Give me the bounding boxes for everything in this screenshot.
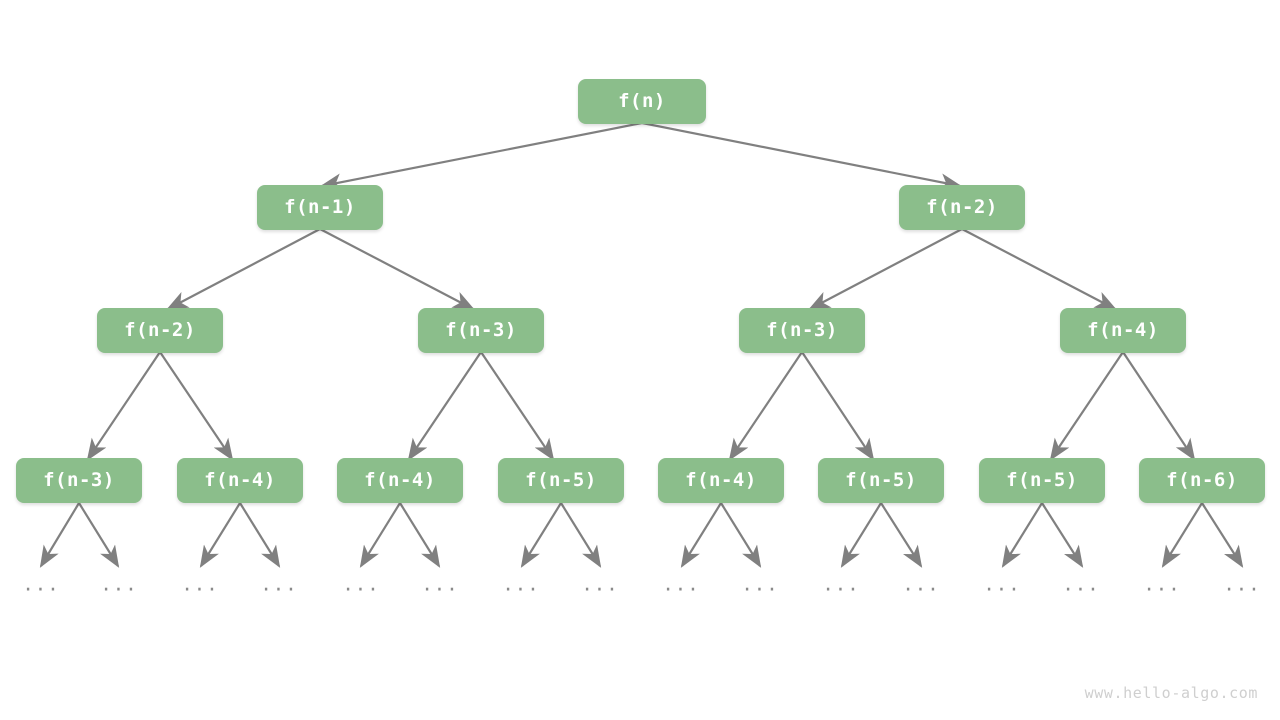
- leaf-edge: [880, 502, 923, 568]
- leaf-edge: [840, 502, 882, 568]
- tree-edge: [319, 121, 643, 191]
- tree-edge: [728, 351, 803, 461]
- leaf-edge: [239, 502, 281, 568]
- tree-edge: [1122, 351, 1196, 461]
- ellipsis-marker: ...: [822, 573, 860, 596]
- leaf-edge: [199, 502, 241, 568]
- leaf-edge: [39, 502, 80, 568]
- tree-node: f(n-3): [16, 457, 142, 503]
- tree-node: f(n-4): [337, 457, 463, 503]
- tree-edges: [86, 121, 1196, 461]
- tree-edge: [407, 351, 482, 461]
- leaf-edges: [39, 502, 1244, 568]
- tree-node: f(n-3): [418, 307, 544, 353]
- tree-node: f(n-5): [979, 457, 1105, 503]
- ellipsis-marker: ...: [421, 573, 459, 596]
- leaf-edge: [720, 502, 762, 568]
- leaf-edge: [399, 502, 441, 568]
- tree-edge: [641, 121, 963, 191]
- leaf-edge: [560, 502, 602, 568]
- leaf-edge: [359, 502, 401, 568]
- tree-node: f(n-4): [658, 457, 784, 503]
- ellipsis-marker: ...: [662, 573, 700, 596]
- tree-node: f(n-2): [899, 184, 1025, 230]
- tree-edge: [801, 351, 875, 461]
- ellipsis-marker: ...: [983, 573, 1021, 596]
- tree-node: f(n-4): [1060, 307, 1186, 353]
- tree-node: f(n): [578, 78, 706, 124]
- leaf-edge: [1201, 502, 1244, 568]
- tree-edge: [961, 228, 1117, 311]
- leaf-edge: [1161, 502, 1203, 568]
- ellipsis-marker: ...: [902, 573, 940, 596]
- tree-edge: [808, 228, 963, 311]
- ellipsis-marker: ...: [1143, 573, 1181, 596]
- leaf-edge: [680, 502, 722, 568]
- tree-node: f(n-5): [818, 457, 944, 503]
- tree-node: f(n-1): [257, 184, 383, 230]
- ellipsis-marker: ...: [1062, 573, 1100, 596]
- tree-edge: [1049, 351, 1124, 461]
- tree-node: f(n-3): [739, 307, 865, 353]
- ellipsis-marker: ...: [22, 573, 60, 596]
- tree-edge: [86, 351, 161, 461]
- tree-edge: [480, 351, 555, 461]
- ellipsis-marker: ...: [1223, 573, 1261, 596]
- ellipsis-marker: ...: [342, 573, 380, 596]
- ellipsis-marker: ...: [181, 573, 219, 596]
- tree-node: f(n-5): [498, 457, 624, 503]
- ellipsis-marker: ...: [260, 573, 298, 596]
- tree-node: f(n-6): [1139, 457, 1265, 503]
- tree-node: f(n-4): [177, 457, 303, 503]
- leaf-edge: [520, 502, 562, 568]
- watermark: www.hello-algo.com: [1084, 684, 1258, 702]
- tree-edge: [166, 228, 321, 311]
- ellipsis-marker: ...: [502, 573, 540, 596]
- tree-edge: [159, 351, 234, 461]
- leaf-edge: [1001, 502, 1043, 568]
- tree-edge: [319, 228, 475, 311]
- leaf-edge: [1041, 502, 1084, 568]
- tree-node: f(n-2): [97, 307, 223, 353]
- ellipsis-marker: ...: [100, 573, 138, 596]
- ellipsis-marker: ...: [581, 573, 619, 596]
- leaf-edge: [78, 502, 120, 568]
- ellipsis-marker: ...: [741, 573, 779, 596]
